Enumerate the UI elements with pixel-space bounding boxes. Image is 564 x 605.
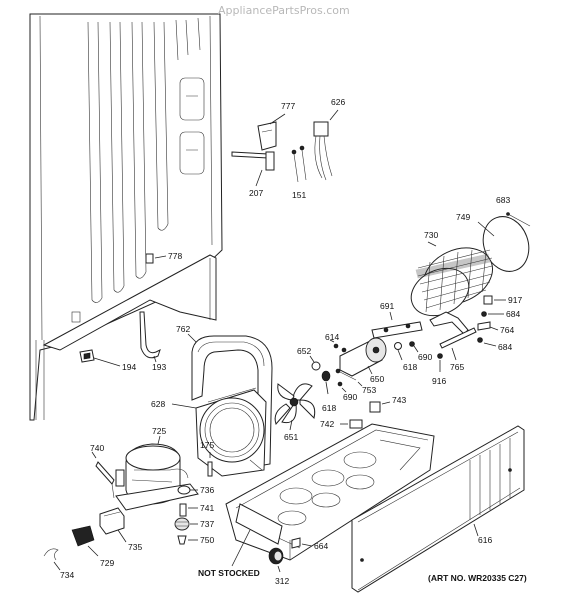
part-683-screw[interactable]: 683 — [496, 195, 531, 227]
watermark: AppliancePartsPros.com — [218, 4, 350, 17]
part-651-fan-blade[interactable]: 651 — [274, 383, 316, 442]
part-650-fan-motor[interactable]: 650 — [339, 337, 387, 384]
callout-626: 626 — [331, 97, 345, 107]
part-749-fan-shroud[interactable]: 749 — [456, 210, 536, 278]
callout-725: 725 — [152, 426, 166, 436]
callout-762: 762 — [176, 324, 190, 334]
callout-175: 175 — [200, 440, 214, 450]
callout-917: 917 — [508, 295, 522, 305]
part-175-screw[interactable]: 175 — [200, 440, 214, 477]
part-736-grommet[interactable]: 736 — [177, 485, 214, 495]
part-729-relay-cover[interactable]: 729 — [71, 525, 114, 568]
part-684-screw-a[interactable]: 684 — [481, 309, 521, 319]
part-618-grommet-b[interactable]: 618 — [321, 370, 336, 413]
callout-650: 650 — [370, 374, 384, 384]
callout-740: 740 — [90, 443, 104, 453]
callout-207: 207 — [249, 188, 263, 198]
callout-690a: 690 — [418, 352, 432, 362]
part-312-roller[interactable]: 312 — [268, 547, 289, 586]
part-616-access-cover[interactable]: 616 — [351, 425, 525, 593]
part-207-defrost-thermostat[interactable]: 207 — [231, 151, 275, 198]
callout-684a: 684 — [506, 309, 520, 319]
callout-741: 741 — [200, 503, 214, 513]
part-193-drain-tube[interactable]: 193 — [139, 311, 166, 372]
part-194-clip[interactable]: 194 — [79, 349, 136, 372]
callout-618a: 618 — [403, 362, 417, 372]
callout-750: 750 — [200, 535, 214, 545]
art-number: (ART NO. WR20335 C27) — [428, 573, 527, 583]
part-734-clip[interactable]: 734 — [43, 548, 74, 580]
callout-690b: 690 — [343, 392, 357, 402]
callout-618b: 618 — [322, 403, 336, 413]
not-stocked-note: NOT STOCKED — [198, 529, 260, 578]
callout-628: 628 — [151, 399, 165, 409]
part-740-tube[interactable]: 740 — [90, 443, 115, 499]
callout-737: 737 — [200, 519, 214, 529]
part-742-grommet[interactable]: 742 — [320, 419, 363, 429]
callout-151: 151 — [292, 190, 306, 200]
callout-753: 753 — [362, 385, 376, 395]
callout-616: 616 — [478, 535, 492, 545]
callout-683: 683 — [496, 195, 510, 205]
callout-736: 736 — [200, 485, 214, 495]
callout-743: 743 — [392, 395, 406, 405]
part-777-bracket[interactable]: 777 — [257, 101, 295, 151]
part-664-screw[interactable]: 664 — [291, 537, 328, 551]
callout-734: 734 — [60, 570, 74, 580]
callout-664: 664 — [314, 541, 328, 551]
part-743-grommet[interactable]: 743 — [369, 395, 406, 413]
callout-735: 735 — [128, 542, 142, 552]
callout-652: 652 — [297, 346, 311, 356]
callout-742: 742 — [320, 419, 334, 429]
part-750-screw[interactable]: 750 — [177, 535, 214, 545]
part-684-screw-b[interactable]: 684 — [477, 337, 513, 353]
part-730-condenser-coil[interactable]: 730 — [404, 230, 502, 325]
part-765-tube[interactable]: 765 — [429, 311, 477, 372]
part-725-compressor[interactable]: 725 — [115, 426, 199, 511]
callout-691: 691 — [380, 301, 394, 311]
part-778-screw[interactable]: 778 — [145, 251, 182, 264]
part-737-grommet[interactable]: 737 — [174, 517, 214, 531]
part-618-grommet-a[interactable]: 618 — [394, 342, 418, 373]
callout-749: 749 — [456, 212, 470, 222]
part-691-bracket[interactable]: 691 — [371, 301, 423, 339]
part-764-clip[interactable]: 764 — [477, 321, 514, 335]
cabinet-back-panel — [29, 13, 223, 421]
part-690-screw-b[interactable]: 690 — [337, 381, 357, 402]
part-base-pan — [225, 423, 435, 561]
part-916-screw[interactable]: 916 — [432, 353, 446, 387]
callout-651: 651 — [284, 432, 298, 442]
callout-193: 193 — [152, 362, 166, 372]
callout-916: 916 — [432, 376, 446, 386]
callout-312: 312 — [275, 576, 289, 586]
callout-765: 765 — [450, 362, 464, 372]
part-741-sleeve[interactable]: 741 — [179, 503, 214, 517]
part-917-grommet[interactable]: 917 — [483, 295, 522, 305]
part-753-screw[interactable]: 753 — [335, 368, 376, 395]
part-690-screw-a[interactable]: 690 — [409, 341, 433, 363]
part-151-wire-connectors[interactable]: 151 — [291, 145, 306, 200]
callout-730: 730 — [424, 230, 438, 240]
part-628-fan-housing[interactable]: 628 — [151, 387, 267, 477]
part-626-wire-harness[interactable]: 626 — [313, 97, 345, 181]
callout-764: 764 — [500, 325, 514, 335]
callout-778: 778 — [168, 251, 182, 261]
callout-684b: 684 — [498, 342, 512, 352]
callout-777: 777 — [281, 101, 295, 111]
callout-614: 614 — [325, 332, 339, 342]
part-652-fan-blade-clip[interactable]: 652 — [297, 346, 321, 371]
part-735-start-relay[interactable]: 735 — [99, 507, 142, 552]
part-614-screws[interactable]: 614 — [325, 332, 347, 353]
callout-729: 729 — [100, 558, 114, 568]
not-stocked-label: NOT STOCKED — [198, 568, 260, 578]
callout-194: 194 — [122, 362, 136, 372]
